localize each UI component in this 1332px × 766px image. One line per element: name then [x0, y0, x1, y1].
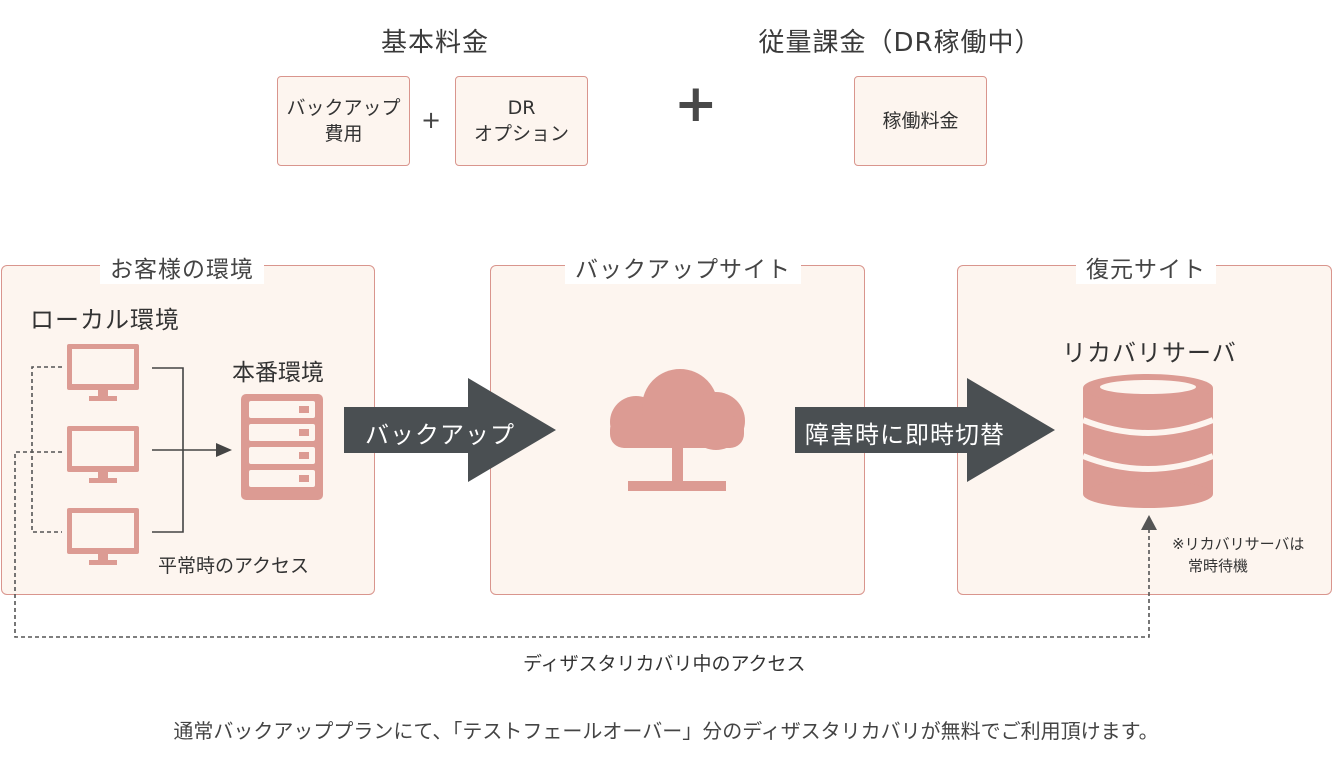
production-environment-label: 本番環境	[232, 360, 324, 386]
backup-site-title: バックアップサイト	[565, 250, 801, 284]
failover-arrow	[795, 378, 1055, 482]
dr-option-box: DR オプション	[455, 76, 588, 166]
plus-sign-small: +	[421, 106, 442, 134]
normal-access-connector	[152, 367, 218, 533]
plus-sign-large: +	[674, 74, 718, 134]
backup-fee-box: バックアップ 費用	[277, 76, 410, 166]
operation-fee-box: 稼働料金	[854, 76, 987, 166]
monitor-icon	[67, 344, 139, 401]
recovery-site-title: 復元サイト	[1076, 250, 1216, 284]
monitor-icon	[67, 426, 139, 483]
footer-note: 通常バックアッププランにて、「テストフェールオーバー」分のディザスタリカバリが無…	[173, 719, 1159, 743]
customer-environment-title: お客様の環境	[100, 250, 264, 284]
backup-fee-label: バックアップ 費用	[286, 97, 401, 145]
cloud-network-icon	[610, 369, 745, 491]
standby-note-line-1: ※リカバリサーバは	[1172, 535, 1305, 553]
monitor-icon	[67, 508, 139, 565]
usage-fee-title: 従量課金（DR稼働中）	[758, 28, 1042, 58]
monitor-dashed-link	[31, 366, 62, 533]
dr-access-arrowhead	[1141, 515, 1157, 530]
basic-fee-title: 基本料金	[380, 28, 489, 58]
failover-arrow-label: 障害時に即時切替	[805, 421, 1005, 449]
normal-access-arrowhead	[216, 443, 232, 457]
dr-access-path	[14, 451, 1150, 638]
dr-option-label: DR オプション	[473, 97, 569, 145]
database-icon	[1081, 374, 1215, 508]
operation-fee-label: 稼働料金	[882, 110, 959, 132]
server-rack-icon	[241, 394, 323, 500]
normal-access-label: 平常時のアクセス	[158, 555, 310, 577]
standby-note-line-2: 常時待機	[1188, 557, 1249, 575]
backup-arrow-label: バックアップ	[365, 421, 515, 449]
dr-access-label: ディザスタリカバリ中のアクセス	[523, 653, 806, 675]
local-environment-label: ローカル環境	[30, 306, 180, 334]
backup-arrow	[344, 378, 556, 482]
recovery-server-label: リカバリサーバ	[1062, 339, 1237, 367]
